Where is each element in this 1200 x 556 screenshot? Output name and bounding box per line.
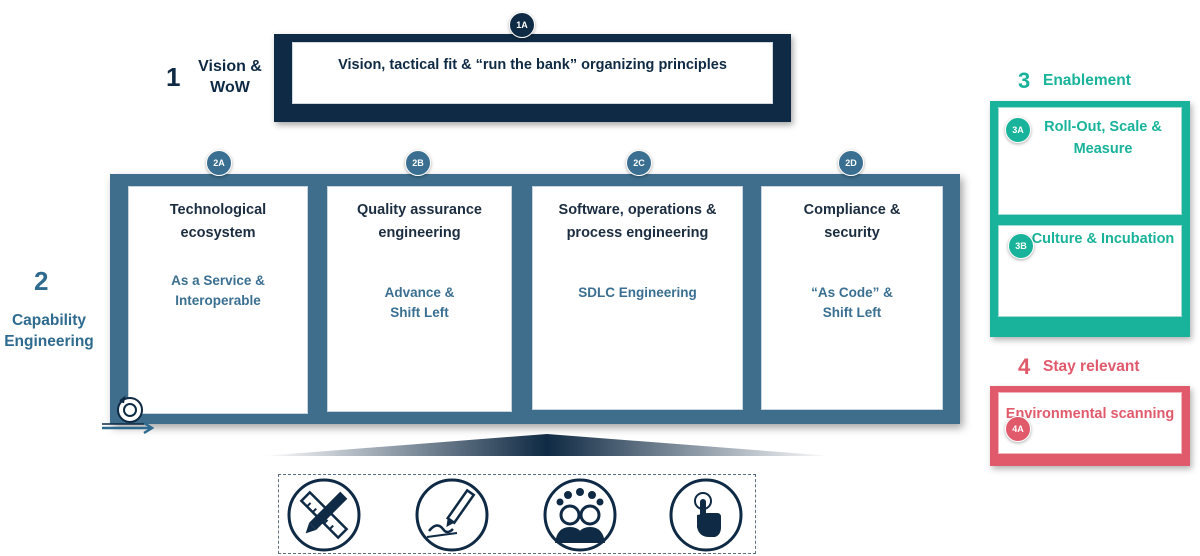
vision-box: Vision, tactical fit & “run the bank” or…	[274, 34, 791, 122]
section-1-number: 1	[166, 62, 181, 92]
badge-3b: 3B	[1008, 233, 1034, 259]
card-text: Roll-Out, Scale & Measure	[1044, 119, 1162, 157]
pointer-shape	[262, 434, 832, 456]
card-compliance-security: Compliance & security “As Code” & Shift …	[761, 186, 943, 410]
card-title: Compliance & security	[803, 202, 901, 241]
card-quality-assurance: Quality assurance engineering Advance & …	[327, 186, 512, 412]
section-4-number: 4	[1018, 354, 1031, 379]
card-subtitle: As a Service & Interoperable	[171, 273, 265, 308]
card-text: Culture & Incubation	[1031, 231, 1175, 247]
section-2-number: 2	[34, 266, 49, 296]
cycle-arrow-icon	[102, 395, 155, 435]
ruler-pencil-icon	[287, 478, 361, 552]
section-1-title: Vision & WoW	[198, 58, 262, 96]
team-icon	[543, 478, 617, 552]
card-technological-ecosystem: Technological ecosystem As a Service & I…	[128, 186, 308, 414]
badge-1a: 1A	[509, 12, 535, 38]
card-subtitle: “As Code” & Shift Left	[811, 285, 893, 320]
section-4-title: Stay relevant	[1043, 358, 1140, 375]
badge-4a: 4A	[1005, 416, 1031, 442]
capability-panel: Technological ecosystem As a Service & I…	[110, 174, 960, 424]
card-subtitle: SDLC Engineering	[578, 285, 697, 300]
badge-2a: 2A	[206, 150, 232, 176]
section-3-title: Enablement	[1043, 72, 1131, 89]
section-3-number: 3	[1018, 68, 1031, 93]
card-subtitle: Advance & Shift Left	[384, 285, 455, 320]
section-2-title: Capability Engineering	[4, 312, 94, 350]
card-title: Technological ecosystem	[169, 202, 267, 241]
card-title: Quality assurance engineering	[357, 202, 482, 241]
vision-box-inner: Vision, tactical fit & “run the bank” or…	[292, 42, 773, 104]
badge-2c: 2C	[626, 150, 652, 176]
badge-2d: 2D	[838, 150, 864, 176]
card-title: Software, operations & process engineeri…	[558, 202, 717, 241]
badge-2b: 2B	[405, 150, 431, 176]
tools-row	[278, 474, 756, 554]
badge-3a: 3A	[1005, 117, 1031, 143]
card-software-operations: Software, operations & process engineeri…	[532, 186, 743, 410]
pen-sign-icon	[415, 478, 489, 552]
card-text: Environmental scanning	[1005, 406, 1175, 422]
vision-box-text: Vision, tactical fit & “run the bank” or…	[338, 57, 727, 73]
touch-icon	[669, 478, 743, 552]
